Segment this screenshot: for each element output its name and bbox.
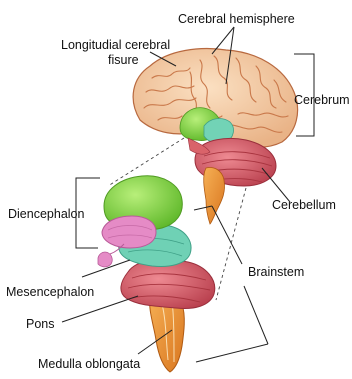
label-mesencephalon: Mesencephalon xyxy=(6,285,94,299)
label-cerebral-hemisphere: Cerebral hemisphere xyxy=(178,12,295,26)
label-cerebellum: Cerebellum xyxy=(272,198,336,212)
label-brainstem: Brainstem xyxy=(248,265,304,279)
label-diencephalon: Diencephalon xyxy=(8,207,84,221)
label-medulla-oblongata: Medulla oblongata xyxy=(38,357,140,371)
medulla-upper xyxy=(204,168,225,225)
thalamus-shape xyxy=(102,216,156,248)
label-longitudinal-fissure-line2: fisure xyxy=(108,53,139,67)
label-pons: Pons xyxy=(26,317,55,331)
label-cerebrum: Cerebrum xyxy=(294,93,350,107)
exploded-brainstem xyxy=(98,176,215,372)
label-longitudinal-fissure-line1: Longitudial cerebral xyxy=(61,38,170,52)
